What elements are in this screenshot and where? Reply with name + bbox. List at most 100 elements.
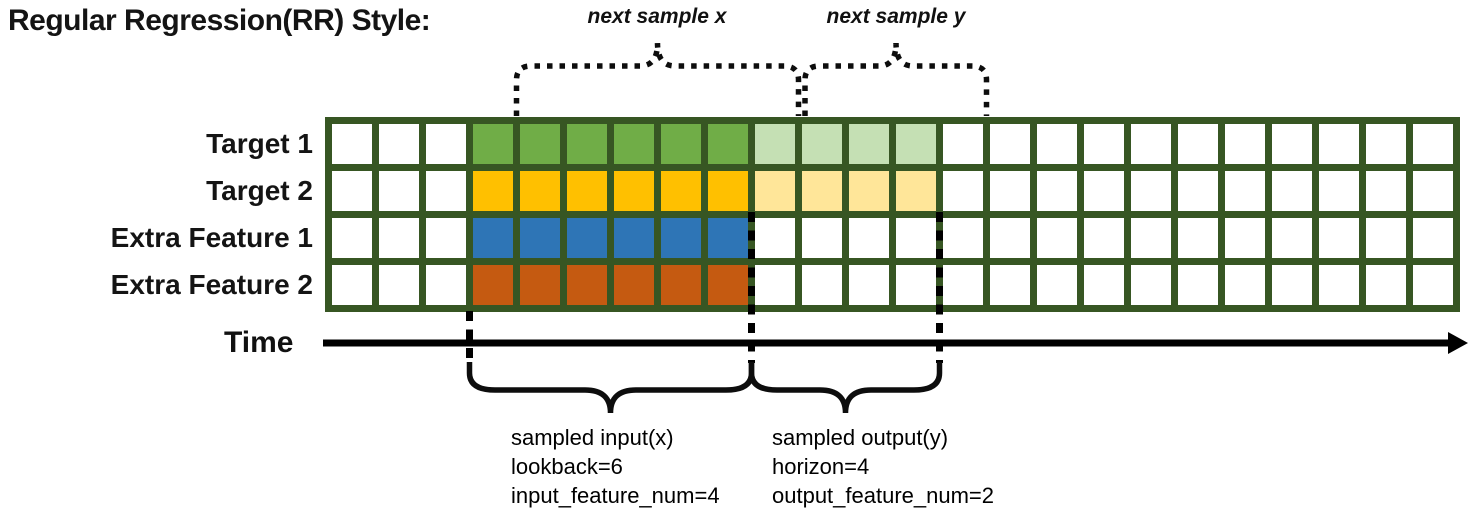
grid-cell [1225, 265, 1265, 305]
grid-cell [379, 265, 419, 305]
grid-cell [1178, 124, 1218, 164]
grid-cell [332, 265, 372, 305]
sampled-input-brace [466, 362, 755, 414]
horizon-line: horizon=4 [772, 454, 870, 479]
grid-cell [426, 124, 466, 164]
grid-cell [755, 124, 795, 164]
grid-cell [1366, 124, 1406, 164]
grid-cell [896, 124, 936, 164]
grid-cell [1225, 218, 1265, 258]
grid-cell [520, 171, 560, 211]
grid-cell [473, 124, 513, 164]
grid-cell [1037, 265, 1077, 305]
grid-cell [1037, 218, 1077, 258]
grid-cell [1084, 265, 1124, 305]
grid-cell [520, 218, 560, 258]
grid-cell [379, 124, 419, 164]
grid-cell [1272, 171, 1312, 211]
grid-cell [896, 171, 936, 211]
grid-cell [567, 218, 607, 258]
row-labels: Target 1 Target 2 Extra Feature 1 Extra Fea… [0, 124, 313, 312]
grid-cell [1272, 265, 1312, 305]
grid-cell [1319, 218, 1359, 258]
grid-cell [614, 124, 654, 164]
grid-cell [1131, 124, 1171, 164]
grid-cell [567, 124, 607, 164]
grid-cell [567, 265, 607, 305]
grid-cell [426, 265, 466, 305]
grid-cell [473, 218, 513, 258]
next-sample-x-brace [513, 42, 802, 116]
sampled-input-label: sampled input(x) lookback=6 input_featur… [511, 423, 720, 510]
grid-cell [849, 171, 889, 211]
grid-cell [1366, 265, 1406, 305]
grid-cell [1178, 218, 1218, 258]
row-label: Extra Feature 1 [110, 222, 313, 253]
grid-cell [1319, 265, 1359, 305]
grid-cell [614, 218, 654, 258]
input-feature-num-line: input_feature_num=4 [511, 483, 720, 508]
grid-cell [896, 218, 936, 258]
sampled-output-line: sampled output(y) [772, 425, 949, 450]
grid-cell [332, 218, 372, 258]
grid-cell [1037, 171, 1077, 211]
grid-cell [708, 124, 748, 164]
sampled-output-label: sampled output(y) horizon=4 output_featu… [772, 423, 994, 510]
grid-cell [708, 265, 748, 305]
time-axis-label: Time [224, 326, 294, 359]
grid-cell [1084, 124, 1124, 164]
sampled-input-line: sampled input(x) [511, 425, 674, 450]
grid-cell [1178, 171, 1218, 211]
grid-cell [332, 171, 372, 211]
grid-cell [473, 265, 513, 305]
grid-cell [990, 171, 1030, 211]
grid-cell [1131, 171, 1171, 211]
grid-cell [755, 265, 795, 305]
grid-cell [332, 124, 372, 164]
grid-cell [849, 218, 889, 258]
grid-cell [473, 171, 513, 211]
time-axis-arrowhead [1448, 332, 1468, 354]
grid-cell [661, 218, 701, 258]
grid-cell [990, 265, 1030, 305]
lookback-line: lookback=6 [511, 454, 623, 479]
grid-cell [990, 218, 1030, 258]
row-label: Target 1 [206, 128, 313, 159]
grid-cell [1178, 265, 1218, 305]
grid-cell [802, 265, 842, 305]
row-label: Extra Feature 2 [110, 269, 313, 300]
grid-cell [379, 218, 419, 258]
grid-cell [943, 124, 983, 164]
row-label: Target 2 [206, 175, 313, 206]
grid-cell [1225, 124, 1265, 164]
grid-cell [1084, 171, 1124, 211]
grid-cell [520, 265, 560, 305]
grid-cell [1272, 218, 1312, 258]
timeseries-grid [325, 117, 1460, 312]
grid-cell [1084, 218, 1124, 258]
next-sample-x-label: next sample x [587, 5, 727, 28]
grid-cell [708, 218, 748, 258]
sampled-output-brace [748, 362, 943, 414]
grid-cell [943, 171, 983, 211]
grid-cell [1225, 171, 1265, 211]
grid-cell [802, 124, 842, 164]
grid-cell [896, 265, 936, 305]
grid-cell [661, 171, 701, 211]
grid-cell [1131, 218, 1171, 258]
grid-cell [990, 124, 1030, 164]
grid-cell [1272, 124, 1312, 164]
output-feature-num-line: output_feature_num=2 [772, 483, 995, 508]
grid-cell [802, 218, 842, 258]
grid-cell [1413, 171, 1453, 211]
grid-cell [849, 265, 889, 305]
grid-cell [1131, 265, 1171, 305]
next-sample-y-label: next sample y [826, 5, 966, 28]
grid-cell [567, 171, 607, 211]
grid-cell [802, 171, 842, 211]
next-sample-y-brace [802, 42, 990, 116]
grid-cell [1319, 124, 1359, 164]
grid-cell [379, 171, 419, 211]
grid-cell [1319, 171, 1359, 211]
